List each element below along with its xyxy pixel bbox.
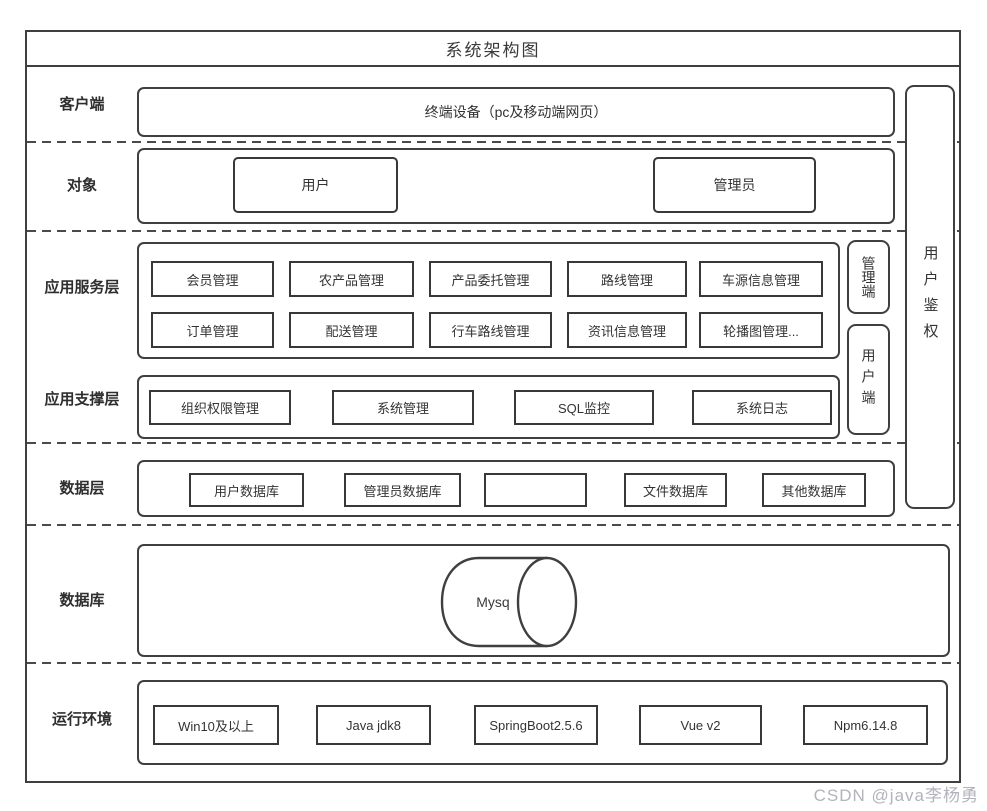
service-box: 车源信息管理 — [699, 261, 823, 297]
database-box: 用户数据库 — [189, 473, 304, 507]
divider-database-runtime — [27, 662, 959, 664]
support-box: 系统管理 — [332, 390, 474, 425]
service-box: 轮播图管理... — [699, 312, 823, 348]
band-label-data: 数据层 — [59, 480, 105, 497]
object-container: 用户 管理员 — [137, 148, 895, 224]
service-box: 产品委托管理 — [429, 261, 552, 297]
service-box: 订单管理 — [151, 312, 274, 348]
user-side-box: 用户端 — [847, 324, 890, 435]
user-auth-box: 用户鉴权 — [905, 85, 955, 509]
data-layer-container: 用户数据库 管理员数据库 文件数据库 其他数据库 — [137, 460, 895, 517]
support-box: 系统日志 — [692, 390, 832, 425]
database-box-empty — [484, 473, 587, 507]
mysql-cylinder: Mysq — [439, 556, 581, 648]
divider-object-service — [27, 230, 959, 232]
support-box: SQL监控 — [514, 390, 654, 425]
runtime-box: Java jdk8 — [316, 705, 431, 745]
service-box: 资讯信息管理 — [567, 312, 687, 348]
divider-support-data — [27, 442, 959, 444]
band-label-client: 客户端 — [59, 96, 105, 113]
divider-data-database — [27, 524, 959, 526]
diagram-frame: 系统架构图 客户端 对象 应用服务层 应用支撑层 数据层 数据库 运行环境 终端… — [25, 30, 961, 783]
cylinder-shape — [440, 556, 578, 648]
admin-side-box: 管理端 — [847, 240, 890, 314]
divider-client-object — [27, 141, 959, 143]
service-box: 会员管理 — [151, 261, 274, 297]
service-box: 路线管理 — [567, 261, 687, 297]
object-user-box: 用户 — [233, 157, 398, 213]
runtime-container: Win10及以上 Java jdk8 SpringBoot2.5.6 Vue v… — [137, 680, 948, 765]
database-box: 其他数据库 — [762, 473, 866, 507]
band-label-runtime: 运行环境 — [51, 711, 112, 728]
service-box: 农产品管理 — [289, 261, 414, 297]
service-layer-container: 会员管理 农产品管理 产品委托管理 路线管理 车源信息管理 订单管理 配送管理 … — [137, 242, 840, 359]
runtime-box: SpringBoot2.5.6 — [474, 705, 598, 745]
support-box: 组织权限管理 — [149, 390, 291, 425]
database-box: 管理员数据库 — [344, 473, 461, 507]
band-label-database: 数据库 — [59, 592, 105, 609]
object-admin-box: 管理员 — [653, 157, 816, 213]
band-label-support: 应用支撑层 — [44, 391, 120, 408]
mysql-label: Mysq — [476, 594, 510, 610]
csdn-watermark: CSDN @java李杨勇 — [813, 786, 979, 805]
runtime-box: Vue v2 — [639, 705, 762, 745]
terminal-device-box: 终端设备（pc及移动端网页） — [137, 87, 895, 137]
service-box: 配送管理 — [289, 312, 414, 348]
band-label-service: 应用服务层 — [44, 279, 120, 296]
runtime-box: Npm6.14.8 — [803, 705, 928, 745]
service-box: 行车路线管理 — [429, 312, 552, 348]
database-box: 文件数据库 — [624, 473, 727, 507]
support-layer-container: 组织权限管理 系统管理 SQL监控 系统日志 — [137, 375, 840, 439]
diagram-title: 系统架构图 — [27, 32, 959, 67]
band-label-object: 对象 — [66, 177, 97, 194]
runtime-box: Win10及以上 — [153, 705, 279, 745]
